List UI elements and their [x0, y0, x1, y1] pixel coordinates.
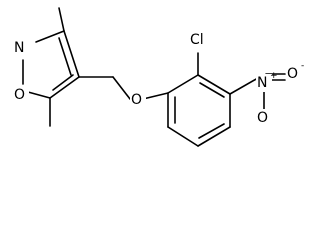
- bond-c4-c5: [49, 76, 80, 99]
- bond-ar2-ar3-double: [199, 82, 225, 98]
- bond-ar5-ar6: [167, 126, 199, 147]
- bonds: [22, 7, 286, 147]
- bond-ar4-ar5-double: [198, 123, 225, 139]
- charge-n-nitro: +: [270, 71, 278, 81]
- bond-c3-c4: [63, 30, 80, 78]
- atom-o-ether: O: [131, 92, 142, 108]
- bond-ar1-ar2: [167, 74, 199, 94]
- bond-o-aryl: [142, 92, 169, 100]
- bond-n-c3: [35, 30, 65, 43]
- atom-labels: N O O Cl N + O - O: [13, 31, 304, 127]
- atom-o-nitro-bottom: O: [257, 110, 268, 126]
- atom-n-ring: N: [14, 40, 24, 56]
- bond-c3-c4-double: [58, 37, 72, 76]
- charge-o-nitro-top: -: [301, 61, 304, 71]
- molecule-structure: N O O Cl N + O - O: [13, 7, 304, 147]
- bond-c5-o: [27, 91, 51, 99]
- bond-c5-c4-double: [52, 74, 74, 91]
- bond-ar2-ar3: [197, 74, 231, 95]
- atom-o-nitro-top: O: [287, 66, 298, 82]
- bond-ar4-nitro: [229, 77, 259, 95]
- atom-cl: Cl: [190, 32, 204, 48]
- bond-ch2-o: [112, 76, 131, 100]
- atom-n-nitro: N: [257, 75, 267, 91]
- bond-c3-methyl: [58, 7, 65, 32]
- atom-o-ring: O: [14, 87, 25, 103]
- bond-ar4-ar5: [197, 126, 231, 147]
